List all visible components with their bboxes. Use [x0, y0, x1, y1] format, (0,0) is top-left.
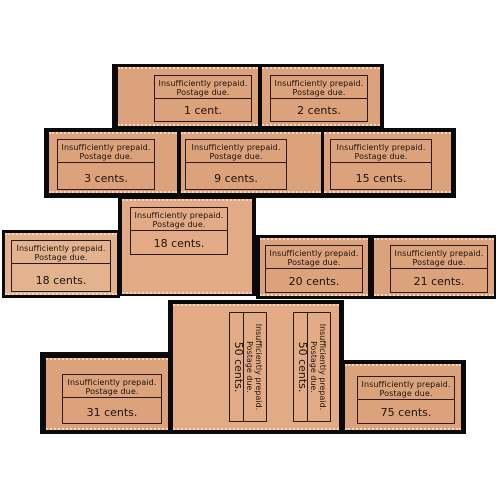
stamp-15-cents[interactable]: Insufficiently prepaid. Postage due. 15 …: [324, 132, 451, 193]
divider: [12, 263, 110, 264]
stamp-3-cents[interactable]: Insufficiently prepaid. Postage due. 3 c…: [49, 132, 177, 193]
stamp-frame: Insufficiently prepaid. Postage due. 18 …: [11, 240, 111, 292]
stamp-value: 20 cents.: [288, 275, 340, 288]
stamp-subheading: Postage due.: [209, 152, 263, 161]
stamp-value: 50 cents.: [232, 341, 245, 393]
stamp-subheading: Postage due.: [176, 88, 230, 97]
stamp-18-cents[interactable]: Insufficiently prepaid. Postage due. 18 …: [5, 233, 117, 295]
stamp-frame-vertical-left: Insufficiently prepaid. Postage due. 50 …: [229, 312, 267, 422]
divider: [271, 98, 367, 99]
divider: [266, 268, 362, 269]
stamp-frame-vertical-right: Insufficiently prepaid. Postage due. 50 …: [293, 312, 331, 422]
stamp-frame: Insufficiently prepaid. Postage due. 3 c…: [57, 139, 155, 190]
stamp-31-cents[interactable]: Insufficiently prepaid. Postage due. 31 …: [46, 358, 168, 430]
stamp-heading: Insufficiently prepaid.: [191, 143, 281, 152]
stamp-value: 1 cent.: [183, 104, 223, 117]
stamp-heading: Insufficiently prepaid.: [61, 143, 151, 152]
stamp-heading: Insufficiently prepaid.: [67, 378, 157, 387]
divider: [63, 397, 161, 398]
divider: [186, 162, 286, 163]
stamp-75-cents[interactable]: Insufficiently prepaid. Postage due. 75 …: [345, 364, 461, 430]
stamp-frame: Insufficiently prepaid. Postage due. 1 c…: [154, 75, 252, 122]
stamp-subheading: Postage due.: [287, 258, 341, 267]
stamp-subheading: Postage due.: [85, 387, 139, 396]
stamp-value: 75 cents.: [380, 406, 432, 419]
stamp-subheading: Postage due.: [379, 389, 433, 398]
stamp-heading: Insufficiently prepaid.: [16, 244, 106, 253]
divider: [58, 162, 154, 163]
stamp-heading: Insufficiently prepaid.: [269, 249, 359, 258]
stamp-heading: Insufficiently prepaid.: [134, 211, 224, 220]
divider: [155, 98, 251, 99]
divider: [131, 230, 227, 231]
stamp-subheading: Postage due.: [354, 152, 408, 161]
stamp-9-cents[interactable]: Insufficiently prepaid. Postage due. 9 c…: [181, 132, 321, 193]
stamp-frame: Insufficiently prepaid. Postage due. 2 c…: [270, 75, 368, 122]
stamp-frame: Insufficiently prepaid. Postage due. 75 …: [357, 376, 455, 424]
stamp-value: 18 cents.: [153, 237, 205, 250]
stamp-1-cent[interactable]: Insufficiently prepaid. Postage due. 1 c…: [118, 67, 258, 126]
stamp-value: 18 cents.: [35, 274, 87, 287]
stamp-value: 3 cents.: [84, 172, 128, 185]
stamp-heading: Insufficiently prepaid.: [274, 79, 364, 88]
stamp-heading: Insufficiently prepaid.: [254, 323, 263, 411]
stamp-value: 21 cents.: [413, 275, 465, 288]
stamp-frame: Insufficiently prepaid. Postage due. 9 c…: [185, 139, 287, 190]
stamp-subheading: Postage due.: [292, 88, 346, 97]
stamp-heading: Insufficiently prepaid.: [394, 249, 484, 258]
stamp-21-cents[interactable]: Insufficiently prepaid. Postage due. 21 …: [374, 238, 494, 296]
stamp-subheading: Postage due.: [34, 253, 88, 262]
stamp-subheading: Postage due.: [79, 152, 133, 161]
stamp-pair-50-cents[interactable]: Insufficiently prepaid. Postage due. 50 …: [173, 304, 339, 430]
stamp-frame: Insufficiently prepaid. Postage due. 18 …: [130, 207, 228, 255]
stamp-18-cents-large[interactable]: Insufficiently prepaid. Postage due. 18 …: [122, 199, 252, 294]
stamp-subheading: Postage due.: [152, 220, 206, 229]
stamp-heading: Insufficiently prepaid.: [336, 143, 426, 152]
stamp-value: 15 cents.: [355, 172, 407, 185]
stamp-frame: Insufficiently prepaid. Postage due. 15 …: [330, 139, 432, 190]
stamp-value: 50 cents.: [296, 341, 309, 393]
stamp-20-cents[interactable]: Insufficiently prepaid. Postage due. 20 …: [260, 238, 368, 296]
stamp-heading: Insufficiently prepaid.: [361, 380, 451, 389]
divider: [391, 268, 487, 269]
stamp-subheading: Postage due.: [309, 341, 318, 393]
divider: [331, 162, 431, 163]
stamp-frame: Insufficiently prepaid. Postage due. 31 …: [62, 374, 162, 424]
stamp-2-cents[interactable]: Insufficiently prepaid. Postage due. 2 c…: [262, 67, 380, 126]
divider: [358, 399, 454, 400]
stamp-subheading: Postage due.: [412, 258, 466, 267]
stamp-value: 9 cents.: [214, 172, 258, 185]
stamp-value: 2 cents.: [297, 104, 341, 117]
stamp-frame: Insufficiently prepaid. Postage due. 21 …: [390, 245, 488, 293]
stamp-heading: Insufficiently prepaid.: [158, 79, 248, 88]
stamp-frame: Insufficiently prepaid. Postage due. 20 …: [265, 245, 363, 293]
stamp-subheading: Postage due.: [245, 341, 254, 393]
stamp-value: 31 cents.: [86, 406, 138, 419]
stamp-heading: Insufficiently prepaid.: [318, 323, 327, 411]
